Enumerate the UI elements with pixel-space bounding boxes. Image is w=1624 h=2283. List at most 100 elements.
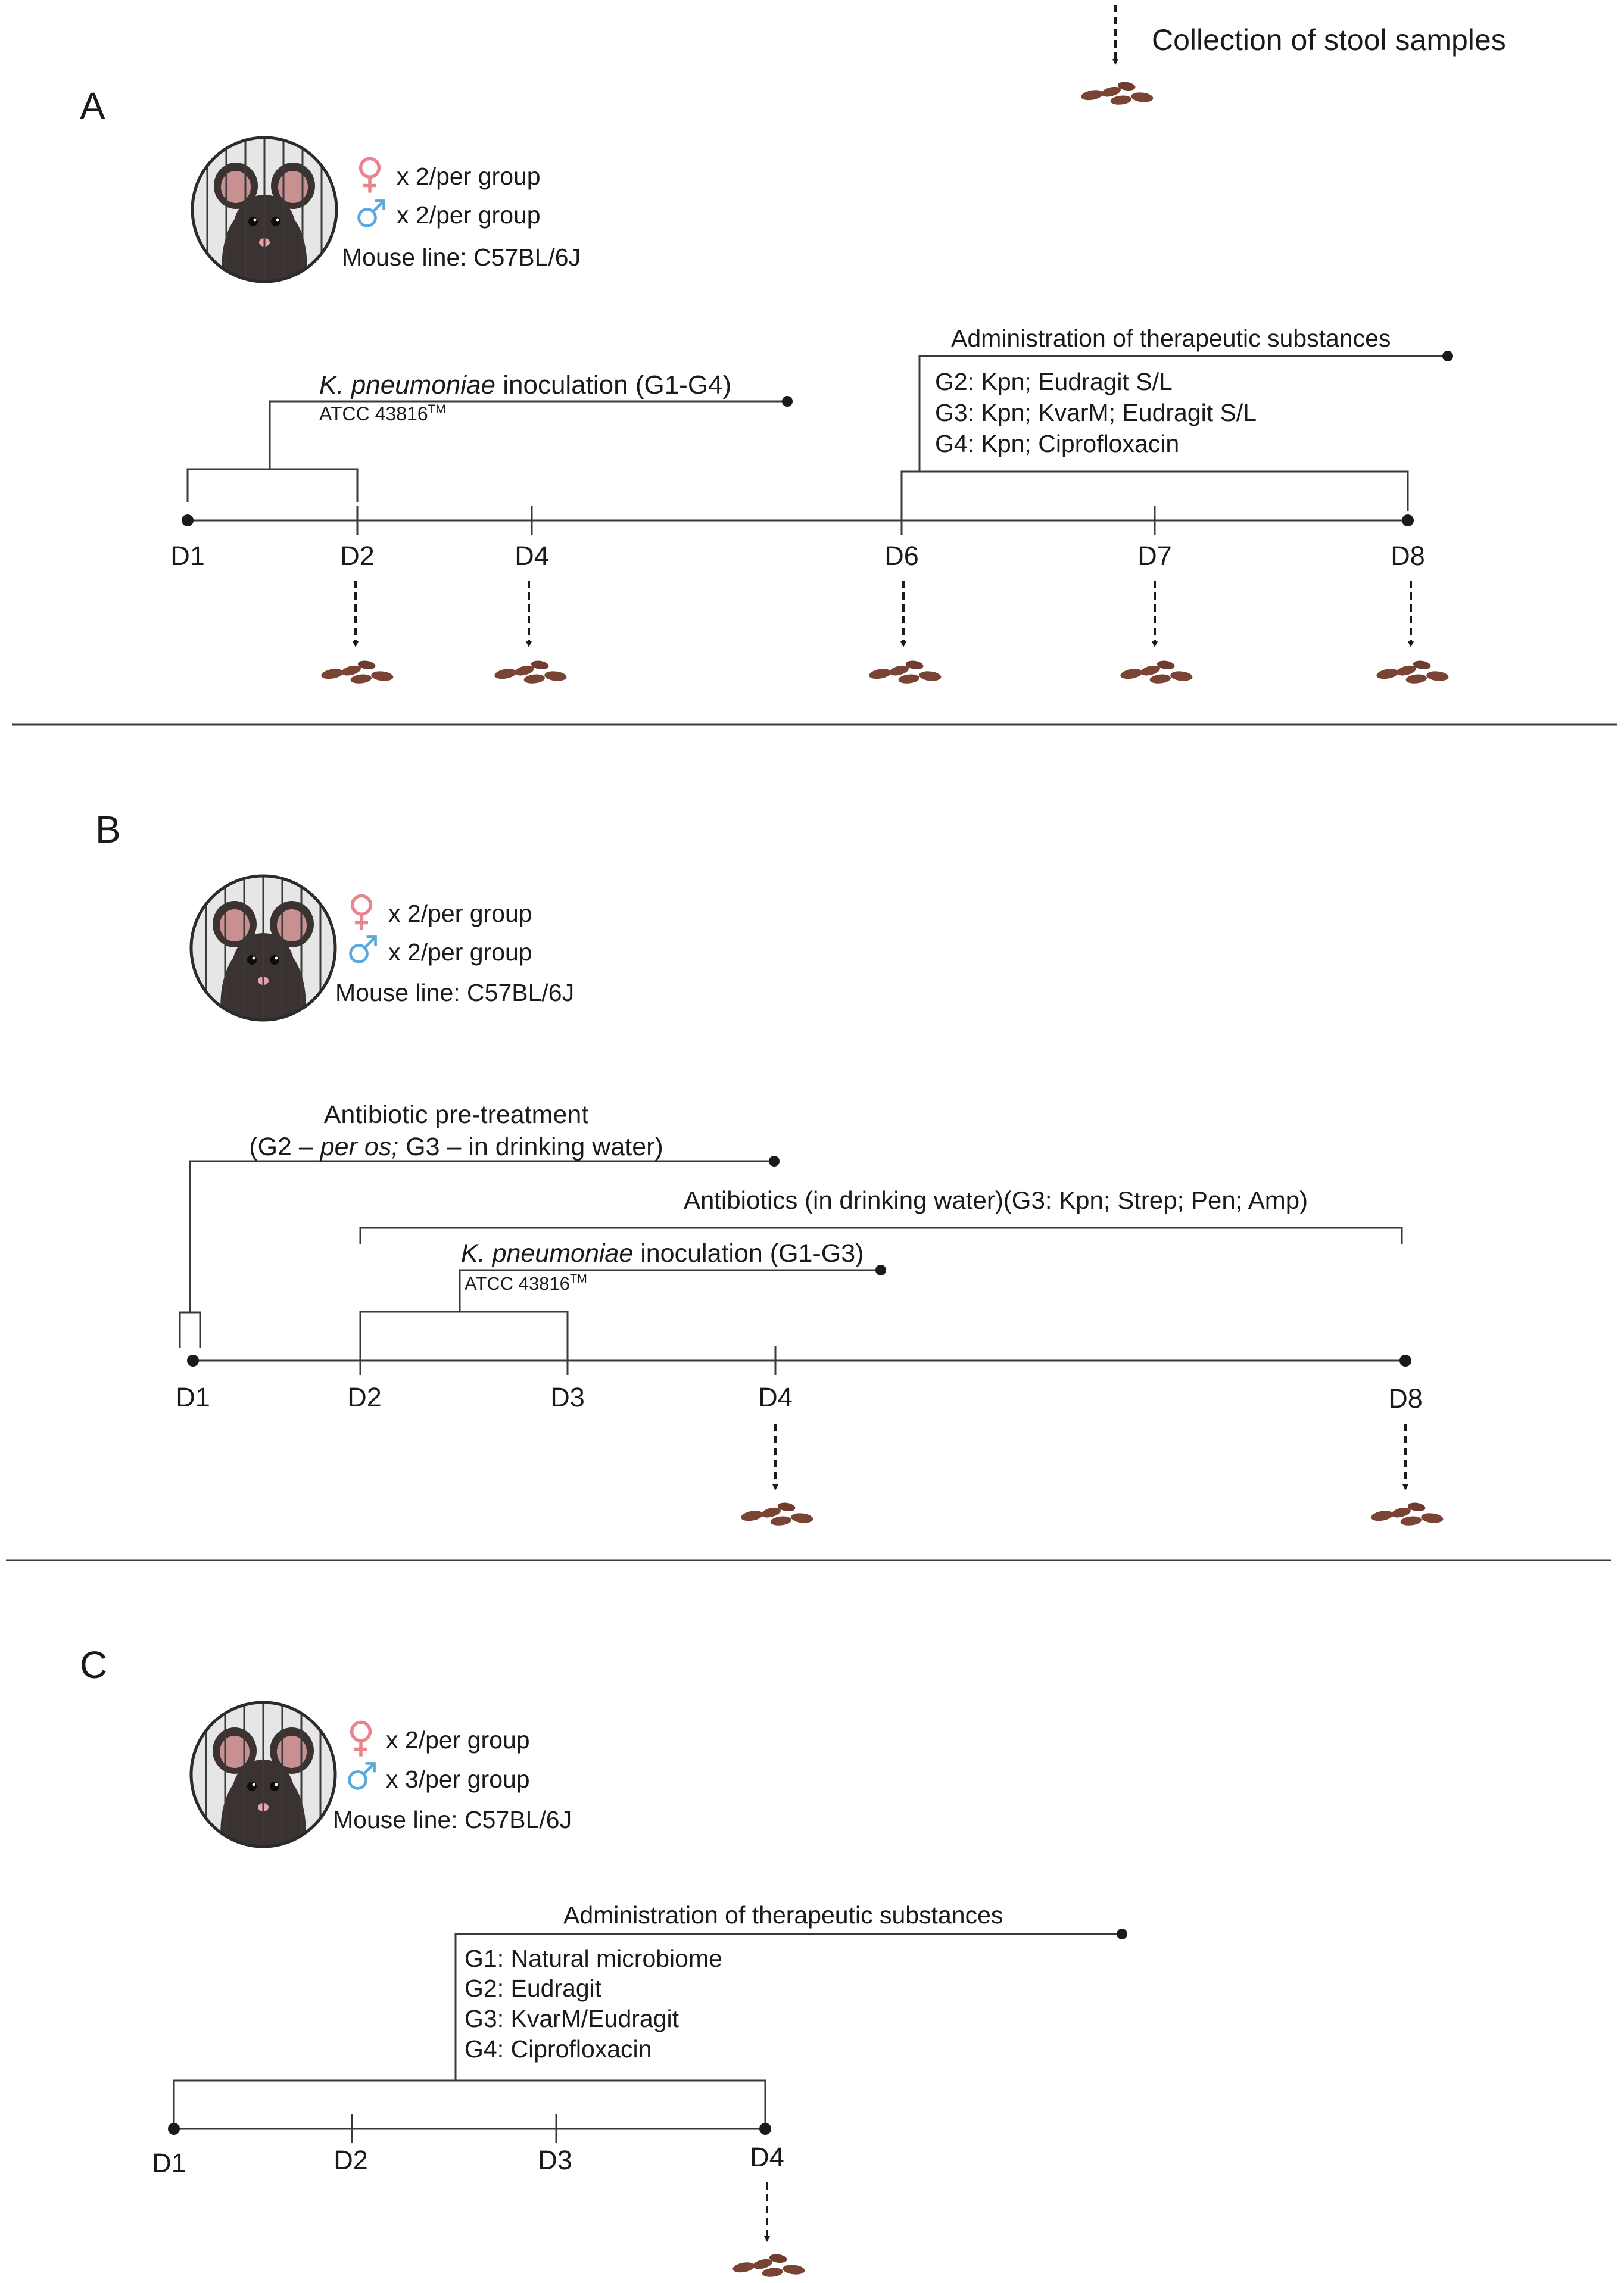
stool-icon — [868, 659, 942, 685]
pretreatment-g2: (G2 – — [249, 1133, 320, 1161]
inoculation-label: K. pneumoniae inoculation (G1-G3) — [461, 1239, 864, 1268]
male-icon — [351, 937, 376, 962]
panel-b-letter: B — [95, 808, 121, 851]
day-label: D1 — [176, 1382, 210, 1412]
administration-bracket — [173, 1933, 1122, 2130]
group-g3: G3: KvarM/Eudragit — [465, 2005, 679, 2032]
inoculation-text: inoculation (G1-G3) — [633, 1239, 864, 1268]
male-count: x 2/per group — [388, 938, 532, 966]
female-count: x 2/per group — [397, 163, 541, 190]
female-count: x 2/per group — [388, 900, 532, 927]
timeline-end-dot — [1402, 514, 1414, 526]
stool-legend: Collection of stool samples — [1080, 5, 1506, 106]
female-count: x 2/per group — [386, 1726, 530, 1754]
group-g3: G3: Kpn; KvarM; Eudragit S/L — [935, 399, 1257, 426]
male-icon — [350, 1763, 375, 1788]
male-icon — [359, 201, 384, 226]
administration-end-dot — [1442, 351, 1453, 361]
antibiotics-title: Antibiotics (in drinking water)(G3: Kpn;… — [684, 1186, 1308, 1214]
day-label: D2 — [340, 541, 375, 571]
timeline-ticks — [359, 1346, 777, 1375]
female-icon — [353, 896, 371, 930]
group-g1: G1: Natural microbiome — [465, 1945, 722, 1972]
timeline-ticks — [351, 2114, 557, 2143]
day-label: D1 — [152, 2148, 186, 2178]
stool-icon — [1080, 80, 1154, 106]
stool-icon — [494, 659, 568, 685]
stool-icon — [1370, 1501, 1444, 1527]
strain-label: ATCC 43816TM — [319, 403, 446, 425]
day-label: D7 — [1137, 541, 1172, 571]
trademark-sup: TM — [428, 403, 446, 416]
inoculation-bracket — [359, 1269, 881, 1346]
day-label: D3 — [550, 1382, 585, 1412]
day-label: D4 — [750, 2142, 784, 2172]
antibiotics-bracket — [359, 1227, 1403, 1244]
stool-icon — [1376, 659, 1450, 685]
group-g2: G2: Eudragit — [465, 1975, 602, 2002]
pretreatment-end-dot — [769, 1156, 780, 1167]
male-count: x 3/per group — [386, 1766, 530, 1793]
inoculation-bracket — [186, 400, 787, 502]
mouse-cage-icon — [191, 1697, 335, 1852]
sampling-markers — [732, 2182, 806, 2278]
timeline-start-dot — [168, 2123, 180, 2135]
pretreatment-groups: (G2 – per os; G3 – in drinking water) — [249, 1133, 663, 1161]
panel-a-letter: A — [80, 85, 105, 127]
sampling-markers — [740, 1424, 1444, 1527]
timeline-start-dot — [182, 514, 194, 526]
inoculation-label: K. pneumoniae inoculation (G1-G4) — [319, 370, 731, 400]
panel-b: B x 2/per group x 2/per group Mouse line… — [95, 808, 1444, 1527]
strain-label: ATCC 43816TM — [465, 1273, 587, 1294]
pretreatment-route: per os; — [319, 1133, 398, 1161]
stool-icon — [320, 659, 394, 685]
timeline-end-dot — [1399, 1355, 1411, 1367]
administration-bracket — [900, 355, 1448, 511]
strain-name: ATCC 43816 — [319, 403, 428, 425]
trademark-sup: TM — [570, 1273, 587, 1286]
mouse-line-label: Mouse line: C57BL/6J — [333, 1806, 572, 1833]
pretreatment-title: Antibiotic pre-treatment — [324, 1100, 589, 1129]
stool-icon — [740, 1501, 814, 1527]
inoculation-species: K. pneumoniae — [319, 370, 495, 400]
group-g4: G4: Kpn; Ciprofloxacin — [935, 430, 1179, 457]
female-icon — [361, 158, 379, 192]
panel-a: A x 2/per group x 2/per group Mouse line… — [80, 85, 1453, 685]
pretreatment-bracket — [179, 1160, 774, 1348]
panel-c: C x 2/per group x 3/per group Mouse line… — [80, 1643, 1127, 2278]
administration-title: Administration of therapeutic substances — [563, 1901, 1003, 1929]
timeline-end-dot — [759, 2123, 771, 2135]
day-label: D4 — [515, 541, 549, 571]
inoculation-end-dot — [875, 1265, 886, 1275]
inoculation-end-dot — [782, 396, 793, 407]
stool-legend-label: Collection of stool samples — [1152, 23, 1506, 57]
group-g4: G4: Ciprofloxacin — [465, 2035, 652, 2063]
administration-end-dot — [1117, 1929, 1127, 1939]
day-label: D4 — [758, 1382, 793, 1412]
mouse-line-label: Mouse line: C57BL/6J — [342, 244, 581, 271]
stool-icon — [732, 2253, 806, 2278]
inoculation-text: inoculation (G1-G4) — [495, 370, 731, 400]
administration-title: Administration of therapeutic substances — [951, 325, 1391, 352]
mouse-cage-icon — [191, 871, 335, 1025]
day-label: D2 — [347, 1382, 382, 1412]
day-label: D2 — [333, 2145, 368, 2175]
pretreatment-g3: G3 – in drinking water) — [398, 1133, 663, 1161]
timeline-ticks — [356, 506, 1156, 535]
day-label: D3 — [538, 2145, 572, 2175]
group-g2: G2: Kpn; Eudragit S/L — [935, 368, 1173, 395]
day-label: D1 — [170, 541, 205, 571]
strain-name: ATCC 43816 — [465, 1273, 570, 1294]
panel-c-letter: C — [80, 1643, 107, 1686]
female-icon — [352, 1722, 370, 1756]
sampling-markers — [320, 581, 1450, 685]
day-label: D8 — [1391, 541, 1425, 571]
stool-icon — [1120, 659, 1193, 685]
day-label: D6 — [884, 541, 919, 571]
day-label: D8 — [1388, 1383, 1423, 1414]
inoculation-species: K. pneumoniae — [461, 1239, 633, 1268]
timeline-start-dot — [187, 1355, 199, 1367]
male-count: x 2/per group — [397, 201, 541, 229]
mouse-cage-icon — [192, 132, 336, 287]
